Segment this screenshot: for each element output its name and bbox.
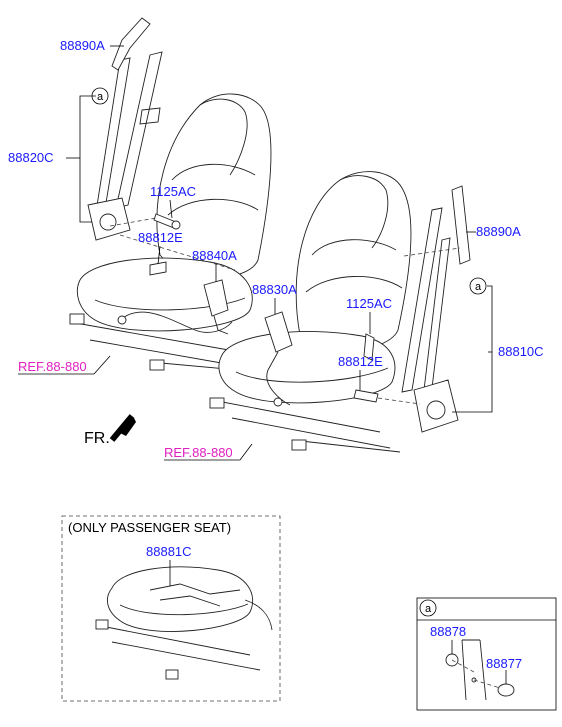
label-88881c: 88881C [146,544,192,559]
label-88830a: 88830A [252,282,297,297]
detail-a-drawing [445,639,515,701]
detail-a-frame [416,597,557,711]
label-88840a: 88840A [192,248,237,263]
detail-a-circle [419,599,437,617]
label-88890a-right: 88890A [476,224,521,239]
front-label: FR. [84,430,110,447]
label-88810c: 88810C [498,344,544,359]
label-88890a-left: 88890A [60,38,105,53]
detail-a-title: a [425,603,432,615]
label-88878: 88878 [430,624,466,639]
leader-lines [18,45,493,461]
right-seat-drawing [209,171,471,453]
passenger-inset-frame [61,515,281,702]
label-88820c: 88820C [8,150,54,165]
callout-a-right: a [475,281,482,293]
label-1125ac-left: 1125AC [150,184,196,199]
ref-right[interactable]: REF.88-880 [164,445,233,460]
ref-left[interactable]: REF.88-880 [18,359,87,374]
passenger-note: (ONLY PASSENGER SEAT) [68,520,231,535]
front-arrow-shaft [109,414,135,442]
label-88877: 88877 [486,656,522,671]
label-88812e-left: 88812E [138,230,183,245]
callout-a-left-circle [91,87,109,105]
label-1125ac-right: 1125AC [346,296,392,311]
inset-seat-drawing [95,560,273,680]
label-88812e-right: 88812E [338,354,383,369]
left-seat-drawing [69,17,272,373]
callout-a-left: a [97,91,104,103]
callout-a-right-circle [469,277,487,295]
